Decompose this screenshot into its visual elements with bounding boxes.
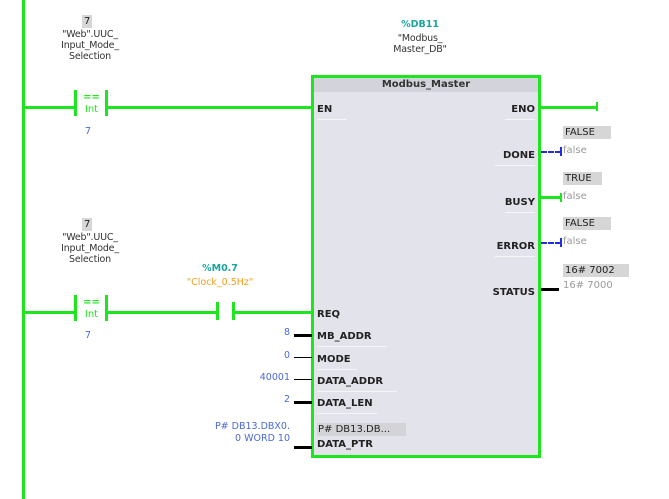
compare-type: Int	[84, 309, 99, 320]
busy-live-value: TRUE	[563, 172, 602, 185]
pin-mb-addr[interactable]: MB_ADDR	[317, 331, 372, 342]
rung2-compare-constant[interactable]: 7	[84, 330, 92, 341]
pin-separator	[495, 256, 535, 257]
rung1-compare-constant[interactable]: 7	[84, 126, 92, 137]
contact-address[interactable]: %M0.7	[202, 263, 238, 274]
status-actual-value[interactable]: 16# 7000	[563, 280, 613, 291]
pin-en[interactable]: EN	[317, 104, 333, 115]
pin-eno[interactable]: ENO	[511, 104, 535, 115]
mode-wire	[294, 357, 312, 358]
done-wire	[541, 151, 561, 153]
data-len-value[interactable]: 2	[283, 394, 290, 405]
contact-symbol[interactable]: "Clock_0.5Hz"	[186, 277, 254, 288]
pin-data-ptr[interactable]: DATA_PTR	[317, 439, 373, 450]
operand-line: Selection	[69, 51, 111, 62]
pin-status[interactable]: STATUS	[492, 287, 535, 298]
rung1-compare-live-value: 7	[82, 15, 93, 28]
instance-db-name[interactable]: "Modbus_ Master_DB"	[380, 33, 460, 55]
pin-separator	[317, 413, 377, 414]
pin-separator	[317, 391, 397, 392]
error-wire	[541, 242, 561, 244]
rung2-compare-live-value: 7	[82, 218, 93, 231]
pin-req[interactable]: REQ	[317, 309, 341, 320]
data-ptr-inline-value: P# DB13.DB...	[317, 423, 406, 436]
operand-line: "Web".UUC_	[62, 232, 118, 243]
rung1-compare-operand[interactable]: "Web".UUC_ Input_Mode_ Selection	[40, 29, 140, 62]
compare-operator: ==	[83, 92, 100, 103]
block-title: Modbus_Master	[314, 78, 538, 92]
mode-value[interactable]: 0	[283, 350, 290, 361]
data-ptr-wire	[294, 446, 312, 449]
compare-type: Int	[84, 104, 99, 115]
data-addr-wire	[294, 379, 312, 380]
pin-mode[interactable]: MODE	[317, 354, 351, 365]
error-live-value: FALSE	[563, 217, 611, 230]
status-live-value: 16# 7002	[563, 264, 629, 277]
pin-separator	[317, 119, 347, 120]
modbus-master-block[interactable]: Modbus_Master EN REQ MB_ADDR MODE DATA_A…	[311, 75, 541, 458]
data-len-wire	[294, 401, 312, 404]
contact-bar-left	[216, 302, 219, 320]
pin-data-len[interactable]: DATA_LEN	[317, 398, 373, 409]
done-wire-end	[560, 147, 562, 156]
error-wire-end	[560, 238, 562, 247]
pin-error[interactable]: ERROR	[496, 241, 535, 252]
rung2-compare-operand[interactable]: "Web".UUC_ Input_Mode_ Selection	[40, 232, 140, 265]
compare-bar-right	[105, 295, 108, 321]
pin-separator	[495, 165, 535, 166]
rung1-wire-to-en	[108, 106, 314, 109]
busy-wire-end	[560, 193, 562, 202]
busy-actual-value[interactable]: false	[563, 191, 587, 202]
pin-separator	[505, 119, 535, 120]
left-power-rail	[22, 0, 25, 499]
mb-addr-wire	[294, 334, 312, 337]
rung2-wire-to-req	[235, 311, 314, 314]
db-name-line: Master_DB"	[393, 44, 447, 55]
pin-data-addr[interactable]: DATA_ADDR	[317, 376, 384, 387]
operand-line: "Web".UUC_	[62, 29, 118, 40]
error-actual-value[interactable]: false	[563, 236, 587, 247]
data-addr-value[interactable]: 40001	[259, 372, 290, 383]
rung2-wire-mid	[108, 311, 217, 314]
done-live-value: FALSE	[563, 126, 611, 139]
operand-line: Selection	[69, 254, 111, 265]
eno-wire	[541, 106, 597, 109]
pin-busy[interactable]: BUSY	[504, 197, 535, 208]
pin-separator	[317, 346, 387, 347]
mb-addr-value[interactable]: 8	[283, 327, 290, 338]
compare-operator: ==	[83, 297, 100, 308]
compare-bar-right	[105, 90, 108, 116]
data-ptr-value[interactable]: P# DB13.DBX0. 0 WORD 10	[170, 421, 290, 445]
status-wire	[541, 288, 559, 291]
contact-bar-right	[232, 302, 235, 320]
rung2-wire-left	[25, 311, 75, 314]
data-ptr-line: P# DB13.DBX0.	[214, 421, 290, 432]
data-ptr-line: 0 WORD 10	[235, 433, 290, 444]
pin-separator	[317, 369, 357, 370]
rung1-wire-left	[25, 106, 75, 109]
compare-bar-left	[74, 90, 77, 116]
done-actual-value[interactable]: false	[563, 145, 587, 156]
instance-db-address[interactable]: %DB11	[401, 19, 439, 30]
busy-wire	[541, 196, 561, 199]
operand-line: Input_Mode_	[61, 40, 119, 51]
pin-done[interactable]: DONE	[502, 150, 535, 161]
operand-line: Input_Mode_	[61, 243, 119, 254]
db-name-line: "Modbus_	[397, 33, 443, 44]
pin-separator	[505, 212, 535, 213]
compare-bar-left	[74, 295, 77, 321]
eno-wire-end	[596, 102, 598, 111]
